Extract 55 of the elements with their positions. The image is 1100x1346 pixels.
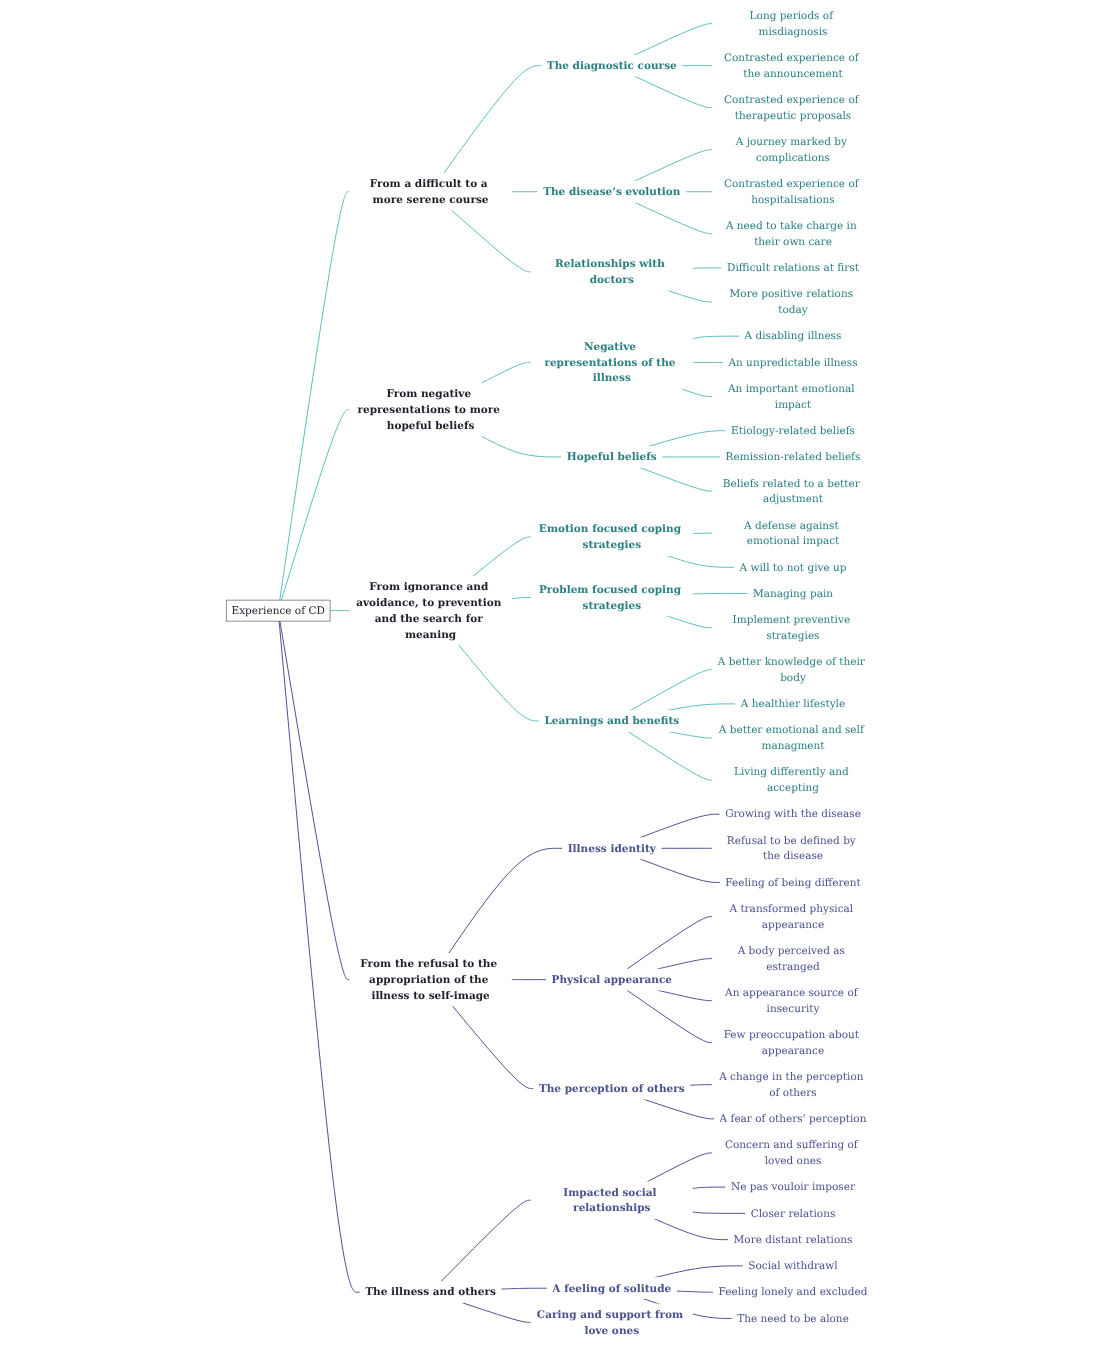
connector (279, 191, 351, 601)
connector (443, 65, 543, 174)
connector (666, 289, 713, 303)
connector (689, 1084, 713, 1086)
connector (656, 958, 713, 970)
connector (510, 979, 547, 981)
connector (660, 847, 713, 849)
connector (646, 1152, 713, 1183)
connector (692, 532, 713, 535)
connector (510, 191, 539, 193)
connector (500, 1287, 548, 1290)
connector (626, 989, 713, 1044)
connector (440, 1199, 532, 1283)
connector (633, 75, 713, 109)
connector (692, 361, 724, 363)
connector (629, 669, 713, 711)
connector (279, 620, 351, 981)
connector (676, 1290, 714, 1293)
connector (692, 593, 749, 595)
connector (667, 730, 713, 739)
connector (461, 1302, 532, 1323)
connector (510, 597, 532, 600)
connector (451, 1005, 535, 1090)
connector (280, 409, 351, 601)
connector (692, 1211, 746, 1214)
connector (681, 65, 713, 67)
connector (480, 435, 563, 458)
connector (667, 703, 737, 711)
connector (666, 555, 735, 568)
connector (448, 847, 563, 954)
connector (647, 430, 727, 447)
connector (329, 610, 351, 612)
connector (653, 1218, 729, 1241)
connector (639, 813, 721, 839)
connector (653, 1265, 744, 1279)
connector (458, 644, 540, 722)
connector (666, 615, 713, 629)
connector (450, 209, 532, 273)
connector (633, 149, 713, 182)
connector (692, 335, 740, 340)
connector (633, 201, 713, 235)
connector (278, 620, 361, 1293)
connector (692, 267, 723, 269)
connector (480, 361, 532, 384)
connector (681, 388, 713, 398)
connector (626, 916, 713, 970)
connector (472, 536, 532, 577)
connector (633, 23, 713, 56)
connector (627, 730, 713, 781)
connector (685, 191, 713, 193)
connector (642, 1098, 715, 1120)
connector (661, 456, 721, 458)
connector (639, 467, 713, 492)
connector (639, 858, 721, 883)
connector (692, 1186, 727, 1189)
